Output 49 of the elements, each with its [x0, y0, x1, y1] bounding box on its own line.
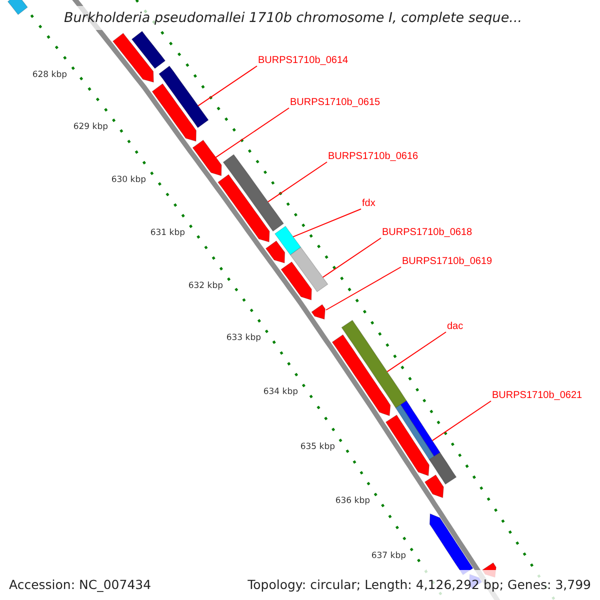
leader-line: [432, 400, 492, 442]
gene-block: [290, 246, 328, 292]
gene-block: [280, 261, 312, 300]
kbp-label: 633 kbp: [226, 333, 261, 343]
gene-label: BURPS1710b_0618: [382, 227, 472, 239]
gene-block: [152, 83, 196, 142]
leader-line: [322, 238, 382, 278]
kbp-label: 634 kbp: [263, 387, 298, 397]
gene-block: [7, 0, 28, 16]
leader-line: [198, 66, 258, 106]
gene-block: [332, 334, 391, 416]
gene-block: [131, 30, 166, 69]
kbp-label: 636 kbp: [335, 496, 370, 506]
gene-block: [395, 404, 435, 460]
kbp-label: 632 kbp: [188, 281, 223, 291]
leader-line: [386, 332, 446, 372]
leader-line: [292, 208, 362, 238]
gene-block: [274, 226, 302, 256]
gene-block: [222, 154, 284, 232]
gene-label: fdx: [362, 198, 376, 210]
kbp-label: 629 kbp: [73, 122, 108, 132]
genome-info-text: Topology: circular; Length: 4,126,292 bp; Genes: 3,799: [248, 576, 591, 594]
leader-line: [215, 108, 290, 158]
gene-label: BURPS1710b_0615: [290, 97, 380, 109]
gene-block: [158, 66, 209, 128]
gene-label: BURPS1710b_0616: [328, 151, 418, 163]
gene-block: [400, 400, 441, 457]
gene-block: [265, 240, 286, 264]
kbp-label: 630 kbp: [111, 175, 146, 185]
gene-label: dac: [447, 321, 464, 333]
gene-block: [341, 320, 407, 408]
title: Burkholderia pseudomallei 1710b chromosome I, complete seque...: [64, 8, 522, 28]
gene-block: [424, 474, 444, 498]
leader-line: [268, 162, 328, 202]
kbp-label: 637 kbp: [371, 551, 406, 561]
gene-block: [385, 414, 430, 476]
gene-block: [428, 452, 457, 485]
gene-block: [311, 304, 326, 320]
gene-block: [218, 174, 270, 242]
kbp-label: 635 kbp: [300, 442, 335, 452]
accession-text: Accession: NC_007434: [9, 576, 152, 594]
kbp-label: 628 kbp: [32, 70, 67, 80]
leader-line: [326, 266, 402, 310]
gene-label: BURPS1710b_0619: [402, 256, 492, 268]
kbp-label: 631 kbp: [150, 228, 185, 238]
gene-block: [112, 32, 154, 83]
gene-block: [192, 140, 222, 176]
gene-label: BURPS1710b_0621: [492, 390, 582, 402]
gene-label: BURPS1710b_0614: [258, 55, 348, 67]
